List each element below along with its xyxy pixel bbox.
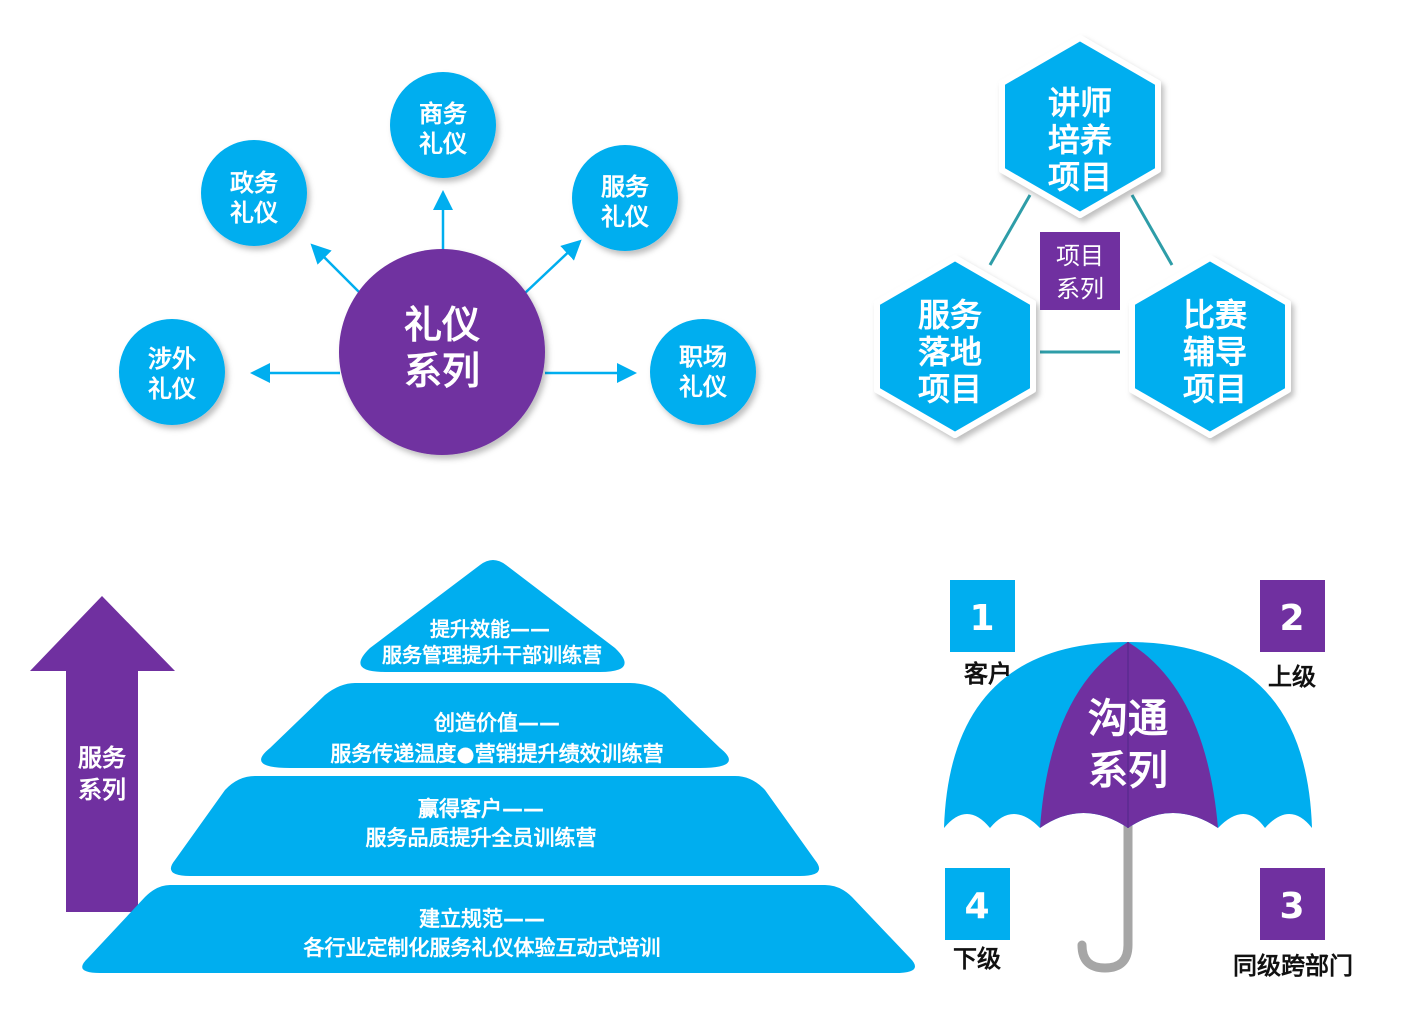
connector-arrows: [250, 190, 637, 383]
svg-text:4: 4: [964, 886, 989, 927]
svg-text:上级: 上级: [1268, 663, 1316, 691]
hex-connectors: [988, 194, 1174, 354]
etiquette-node-workplace: 职场礼仪: [650, 319, 756, 425]
svg-text:涉外礼仪: 涉外礼仪: [148, 345, 197, 403]
svg-text:2: 2: [1279, 598, 1304, 639]
pyramid-tier-1: 提升效能——服务管理提升干部训练营: [360, 560, 625, 672]
svg-text:服务礼仪: 服务礼仪: [601, 173, 650, 231]
svg-text:沟通系列: 沟通系列: [1088, 696, 1168, 794]
svg-text:比赛辅导项目: 比赛辅导项目: [1183, 296, 1248, 408]
service-series: 服务系列 提升效能——服务管理提升干部训练营 创造价值——服务传递温度●营销提升…: [30, 560, 915, 973]
svg-text:提升效能——服务管理提升干部训练营: 提升效能——服务管理提升干部训练营: [382, 617, 602, 667]
svg-text:项目系列: 项目系列: [1056, 242, 1104, 303]
svg-text:建立规范——各行业定制化服务礼仪体验互动式培训: 建立规范——各行业定制化服务礼仪体验互动式培训: [303, 907, 661, 960]
hex-trainer: 讲师培养项目: [999, 35, 1161, 218]
etiquette-center-circle: [339, 249, 545, 455]
pyramid-tier-4: 建立规范——各行业定制化服务礼仪体验互动式培训: [82, 885, 915, 973]
etiquette-node-government: 政务礼仪: [201, 140, 307, 246]
project-series: 讲师培养项目 服务落地项目 比赛辅导项目 项目系列: [874, 35, 1291, 438]
svg-text:下级: 下级: [953, 945, 1001, 973]
svg-text:服务落地项目: 服务落地项目: [918, 296, 982, 408]
svg-text:商务礼仪: 商务礼仪: [419, 100, 468, 158]
item-peer-departments: 3 同级跨部门: [1233, 868, 1353, 980]
item-superior: 2 上级: [1260, 580, 1325, 691]
etiquette-node-business: 商务礼仪: [390, 72, 496, 178]
communication-series: 沟通系列 1 客户 2 上级 3 同级跨部门 4 下级: [944, 580, 1353, 980]
item-subordinate: 4 下级: [945, 868, 1010, 973]
hex-competition: 比赛辅导项目: [1129, 255, 1291, 438]
svg-text:1: 1: [969, 598, 994, 639]
etiquette-node-service: 服务礼仪: [572, 145, 678, 251]
svg-text:政务礼仪: 政务礼仪: [230, 169, 279, 227]
umbrella-icon: 沟通系列: [944, 642, 1312, 973]
etiquette-center-label: 礼仪系列: [404, 303, 480, 393]
umbrella-center-panel: [1040, 642, 1218, 828]
svg-text:讲师培养项目: 讲师培养项目: [1048, 84, 1112, 196]
umbrella-handle: [1077, 820, 1133, 973]
item-customer: 1 客户: [950, 580, 1015, 688]
svg-text:创造价值——服务传递温度●营销提升绩效训练营: 创造价值——服务传递温度●营销提升绩效训练营: [330, 711, 663, 766]
svg-text:服务系列: 服务系列: [78, 744, 127, 804]
pyramid-tier-2: 创造价值——服务传递温度●营销提升绩效训练营: [261, 683, 729, 768]
svg-text:客户: 客户: [964, 660, 1012, 688]
svg-text:赢得客户——服务品质提升全员训练营: 赢得客户——服务品质提升全员训练营: [366, 797, 597, 850]
svg-text:职场礼仪: 职场礼仪: [679, 343, 728, 401]
etiquette-series: 礼仪系列 商务礼仪 政务礼仪 服务礼仪 涉外礼仪 职场礼仪: [119, 72, 756, 455]
svg-text:同级跨部门: 同级跨部门: [1233, 952, 1353, 980]
hex-service-landing: 服务落地项目: [874, 255, 1036, 438]
up-arrow: 服务系列: [30, 596, 175, 912]
pyramid-tier-3: 赢得客户——服务品质提升全员训练营: [170, 776, 820, 876]
project-center-box: 项目系列: [1040, 232, 1120, 310]
etiquette-node-foreign: 涉外礼仪: [119, 319, 225, 425]
svg-text:3: 3: [1279, 886, 1304, 927]
